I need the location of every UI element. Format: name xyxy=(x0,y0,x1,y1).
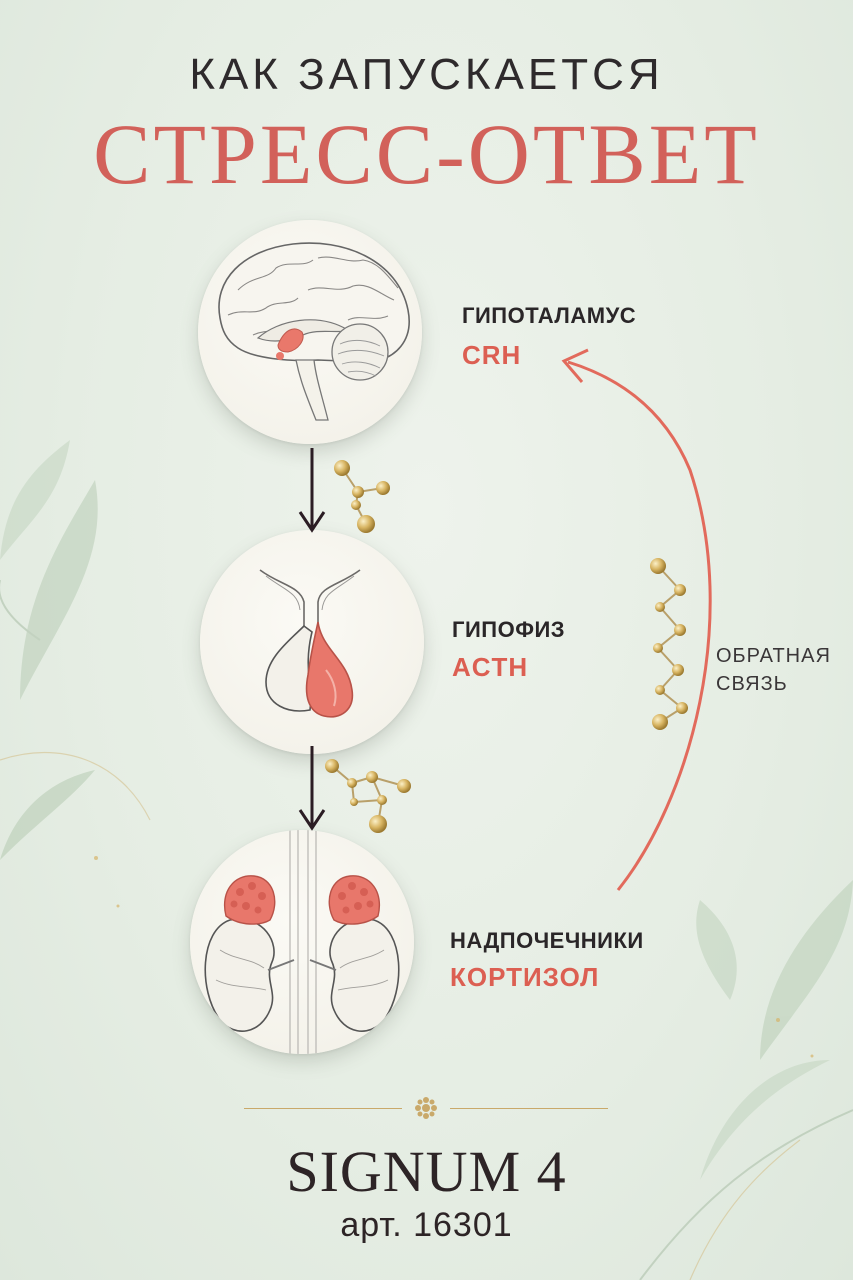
kidneys-adrenal-illustration xyxy=(190,830,414,1054)
feedback-arrow xyxy=(561,348,712,891)
hormone-cortisol: КОРТИЗОЛ xyxy=(450,962,600,992)
subtitle: КАК ЗАПУСКАЕТСЯ xyxy=(189,50,664,99)
divider-left xyxy=(244,1108,402,1109)
molecule-crh-balls xyxy=(334,460,390,533)
stage-label-pituitary: ГИПОФИЗ xyxy=(452,617,566,642)
brand-name: SIGNUM 4 xyxy=(286,1139,567,1204)
stage-label-adrenals: НАДПОЧЕЧНИКИ xyxy=(450,928,644,953)
divider-right xyxy=(450,1108,608,1109)
molecule-acth xyxy=(331,765,405,825)
molecule-crh xyxy=(341,467,384,525)
down-arrow-2 xyxy=(298,746,326,831)
pituitary-illustration xyxy=(200,530,424,754)
brain-illustration xyxy=(198,220,422,444)
molecule-acth-balls xyxy=(325,759,411,833)
hormone-crh: CRH xyxy=(462,340,522,370)
stage-label-hypothalamus: ГИПОТАЛАМУС xyxy=(462,303,637,328)
page-title: СТРЕСС-ОТВЕТ xyxy=(93,106,760,202)
molecule-chain xyxy=(656,565,684,723)
feedback-label-line2: СВЯЗЬ xyxy=(716,673,788,695)
feedback-label-line1: ОБРАТНАЯ xyxy=(716,645,831,667)
hormone-acth: ACTH xyxy=(452,652,529,682)
molecule-chain-balls xyxy=(650,558,688,730)
article-number: арт. 16301 xyxy=(340,1206,513,1244)
feedback-label: ОБРАТНАЯ СВЯЗЬ xyxy=(716,642,831,698)
down-arrow-1 xyxy=(298,448,326,533)
